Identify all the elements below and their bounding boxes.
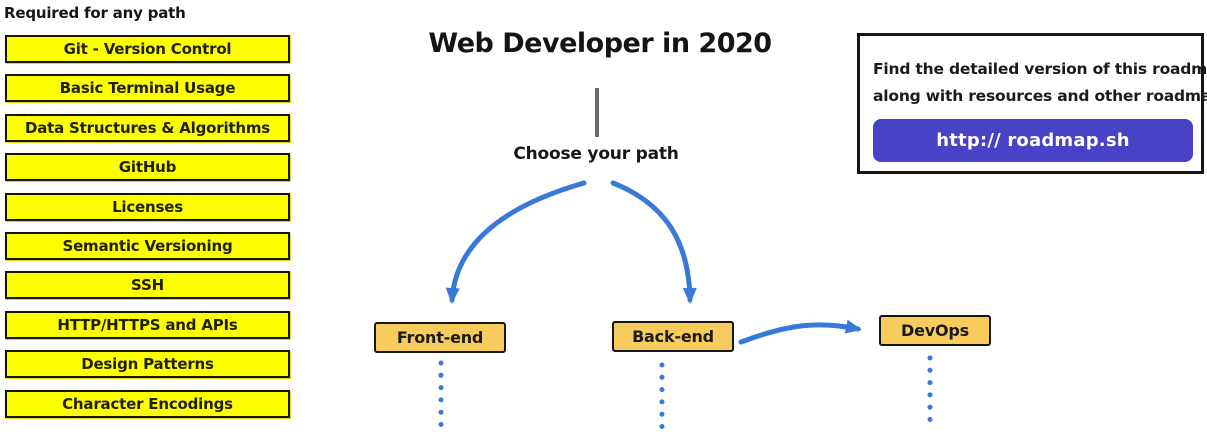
- topic-box-data-structures-algorithms[interactable]: Data Structures & Algorithms: [5, 113, 290, 142]
- topic-box-github[interactable]: GitHub: [5, 153, 290, 182]
- path-box-backend[interactable]: Back-end: [612, 321, 734, 352]
- topic-box-character-encodings[interactable]: Character Encodings: [5, 389, 290, 418]
- roadmap-info-box: Find the detailed version of this roadma…: [857, 33, 1207, 174]
- topic-box-http-https-apis[interactable]: HTTP/HTTPS and APIs: [5, 310, 290, 339]
- page-title: Web Developer in 2020: [428, 28, 772, 59]
- path-box-devops[interactable]: DevOps: [879, 315, 991, 346]
- arrow-backend-to-devops: [738, 319, 862, 345]
- required-topics-list: Git - Version Control Basic Terminal Usa…: [5, 35, 290, 418]
- path-box-frontend[interactable]: Front-end: [374, 322, 506, 353]
- topic-box-basic-terminal-usage[interactable]: Basic Terminal Usage: [5, 74, 290, 103]
- info-text-line1: Find the detailed version of this roadma…: [873, 60, 1207, 78]
- arrow-to-backend: [610, 180, 697, 304]
- topic-box-git-version-control[interactable]: Git - Version Control: [5, 35, 290, 63]
- required-path-heading: Required for any path: [4, 4, 186, 22]
- choose-path-label: Choose your path: [513, 144, 679, 164]
- info-text-line2: along with resources and other roadmaps: [873, 87, 1207, 105]
- topic-box-ssh[interactable]: SSH: [5, 271, 290, 300]
- topic-box-licenses[interactable]: Licenses: [5, 192, 290, 221]
- roadmap-url-button[interactable]: http:// roadmap.sh: [873, 119, 1193, 162]
- arrow-to-frontend: [445, 180, 587, 304]
- topic-box-semantic-versioning[interactable]: Semantic Versioning: [5, 231, 290, 260]
- topic-box-design-patterns[interactable]: Design Patterns: [5, 350, 290, 379]
